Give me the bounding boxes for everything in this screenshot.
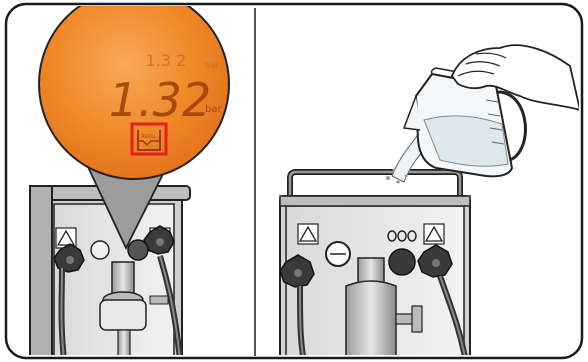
lcd-small-value: 1.3 2 bbox=[146, 51, 187, 70]
machine-right bbox=[280, 172, 470, 362]
lcd-display-callout: 1.3 2 bar 1.32 bar REFILL bbox=[39, 0, 229, 179]
refill-icon-label: REFILL bbox=[142, 134, 157, 140]
lcd-small-unit: bar bbox=[205, 61, 219, 70]
lcd-main-value: 1.32 bbox=[109, 73, 211, 127]
lcd-main-unit: bar bbox=[205, 104, 222, 115]
